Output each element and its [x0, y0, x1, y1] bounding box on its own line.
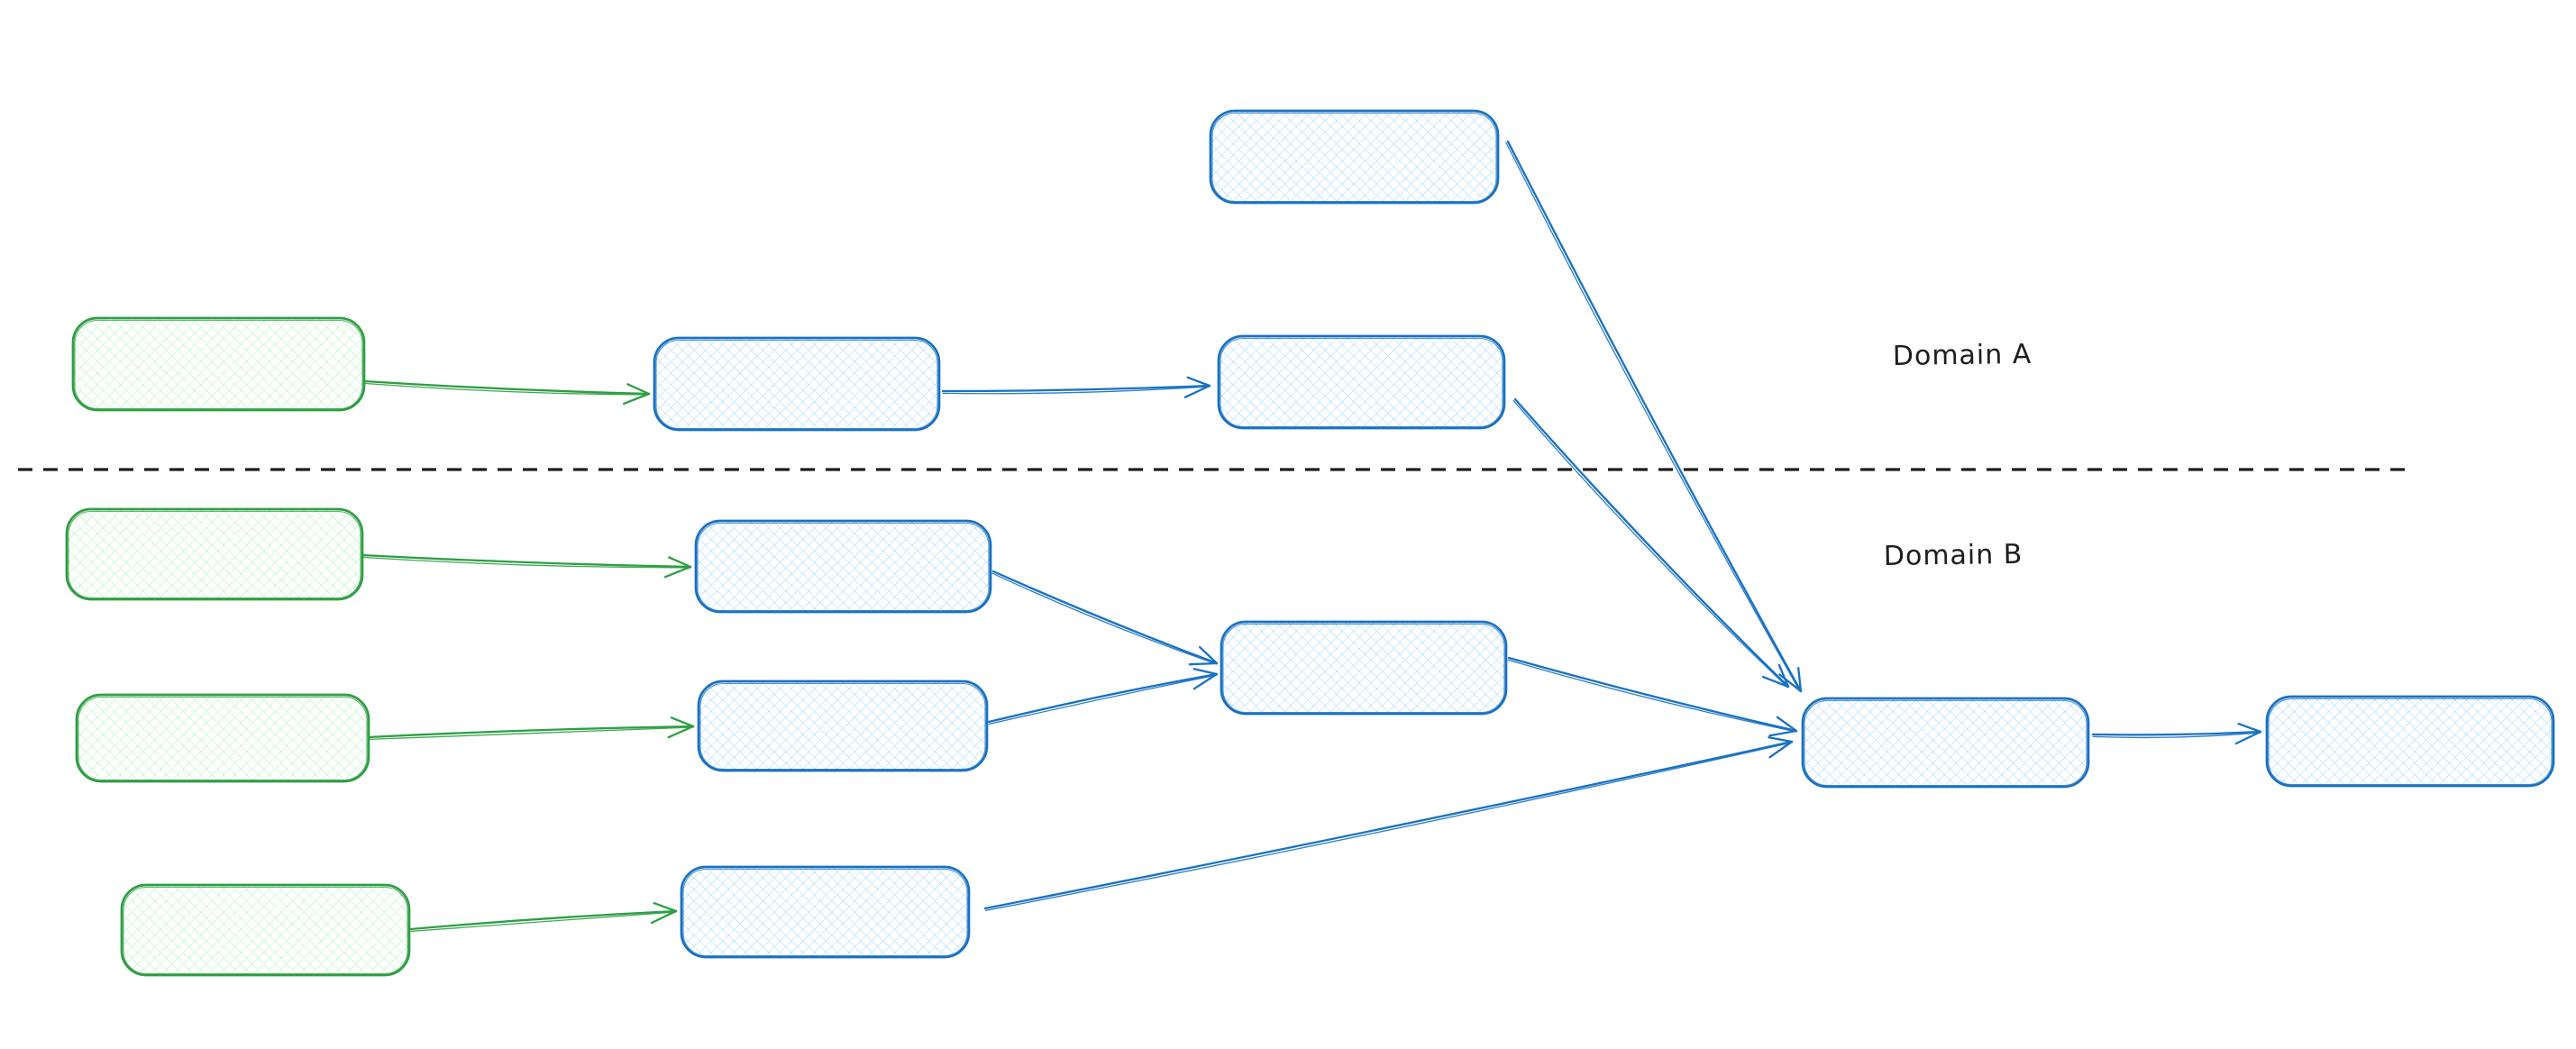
arrow-b-source1-to-step1: [361, 553, 692, 579]
arrow-a-step2-to-target: [1512, 397, 1790, 689]
domain-b-label: Domain B: [1884, 539, 2023, 572]
domain-a-step-2: [1217, 334, 1506, 430]
merge-target: [1801, 697, 2090, 789]
arrow-target-to-output: [2091, 722, 2262, 745]
domain-b-source-2: [75, 693, 370, 783]
arrow-b-step2-to-merge: [987, 668, 1219, 725]
arrow-external-to-target: [1505, 140, 1803, 693]
arrow-a-step1-to-step2: [941, 376, 1211, 398]
domain-b-step-1: [694, 519, 992, 614]
arrow-b-source2-to-step2: [367, 716, 695, 741]
domain-a-source: [71, 316, 366, 412]
diagram-content: [18, 109, 2555, 977]
arrow-b-merge-to-target: [1507, 656, 1798, 737]
domain-b-step-3: [680, 865, 971, 959]
final-output: [2265, 695, 2555, 788]
domain-b-source-3: [120, 883, 411, 977]
domain-b-source-1: [65, 507, 364, 601]
domain-a-external-input: [1209, 109, 1500, 205]
domain-a-step-1: [653, 336, 941, 432]
arrow-b-step1-to-merge: [991, 570, 1219, 666]
arrow-b-step3-to-target: [983, 736, 1794, 911]
domain-b-step-2: [697, 680, 989, 772]
arrow-a-source-to-step1: [362, 379, 651, 406]
arrow-b-source3-to-step3: [409, 901, 678, 933]
domain-b-merge: [1219, 620, 1508, 716]
domain-a-label: Domain A: [1893, 339, 2032, 372]
